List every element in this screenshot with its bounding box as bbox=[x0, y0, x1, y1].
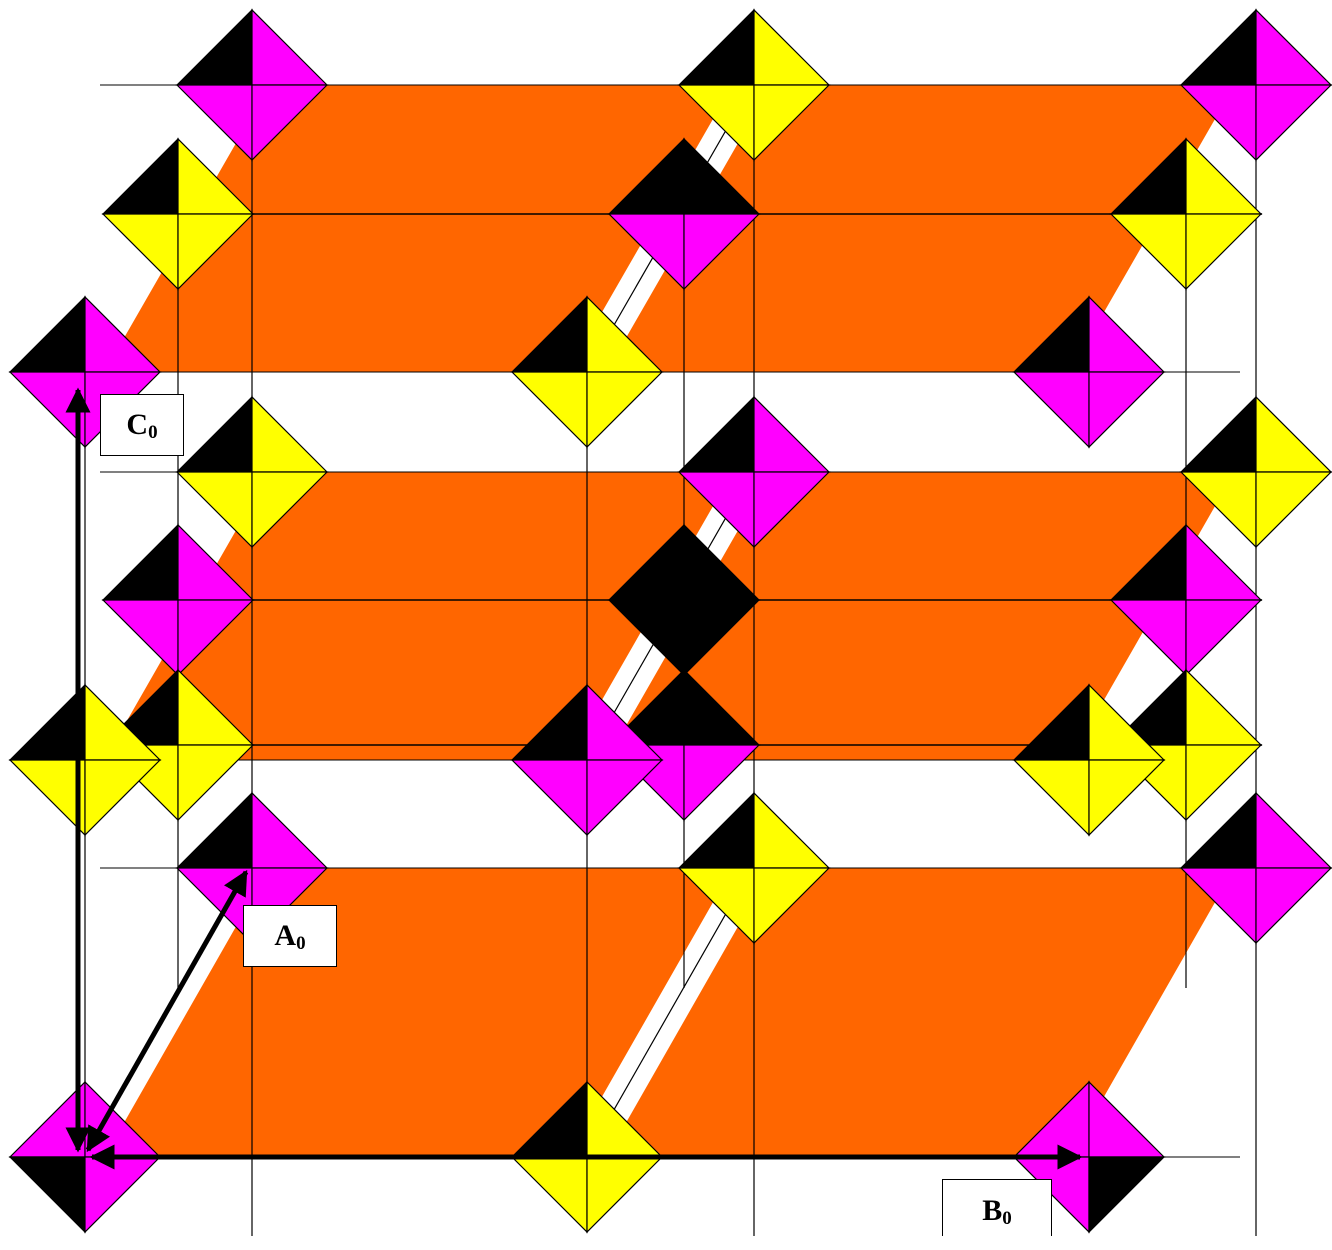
octahedron-face bbox=[1014, 372, 1089, 447]
octahedron-face bbox=[1186, 670, 1261, 745]
octahedron-face bbox=[512, 372, 587, 447]
octahedron-face bbox=[1014, 760, 1089, 835]
axis-c-subscript: 0 bbox=[148, 422, 158, 443]
octahedron-face bbox=[10, 685, 85, 760]
octahedron-face bbox=[10, 760, 85, 835]
octahedron-face bbox=[103, 139, 178, 214]
octahedron-face bbox=[85, 1157, 160, 1232]
octahedron-face bbox=[1089, 297, 1164, 372]
octahedron-face bbox=[679, 397, 754, 472]
octahedron-face bbox=[85, 760, 160, 835]
octahedron-face bbox=[1256, 10, 1331, 85]
axis-b-subscript: 0 bbox=[1002, 1208, 1012, 1229]
octahedron-face bbox=[1256, 868, 1331, 943]
axis-b-letter: B bbox=[982, 1194, 1002, 1227]
axis-label-b0: B0 bbox=[942, 1179, 1052, 1236]
octahedron-face bbox=[1256, 397, 1331, 472]
octahedron-face bbox=[177, 10, 252, 85]
octahedron-face bbox=[512, 1157, 587, 1232]
octahedron-face bbox=[754, 397, 829, 472]
octahedron-face bbox=[177, 397, 252, 472]
octahedron-face bbox=[103, 525, 178, 600]
octahedron-face bbox=[754, 10, 829, 85]
octahedron-face bbox=[1256, 793, 1331, 868]
octahedron-face bbox=[103, 214, 178, 289]
octahedron-face bbox=[1089, 1082, 1164, 1157]
octahedron-face bbox=[679, 10, 754, 85]
axis-a-subscript: 0 bbox=[296, 933, 306, 954]
octahedron-face bbox=[1256, 85, 1331, 160]
octahedron-face bbox=[252, 10, 327, 85]
axis-label-a0: A0 bbox=[243, 905, 337, 967]
octahedron-face bbox=[10, 1157, 85, 1232]
octahedron-face bbox=[754, 793, 829, 868]
octahedron-face bbox=[10, 297, 85, 372]
octahedron-face bbox=[1181, 10, 1256, 85]
octahedron-face bbox=[1186, 600, 1261, 675]
axis-a-letter: A bbox=[274, 919, 296, 952]
octahedron-face bbox=[103, 600, 178, 675]
octahedron-face bbox=[1256, 472, 1331, 547]
octahedron-face bbox=[587, 1157, 662, 1232]
octahedron-face bbox=[10, 1082, 85, 1157]
axis-label-c0: C0 bbox=[100, 394, 184, 456]
axis-c-letter: C bbox=[126, 408, 148, 441]
octahedron-face bbox=[587, 372, 662, 447]
octahedron-face bbox=[1089, 372, 1164, 447]
octahedron-face bbox=[252, 793, 327, 868]
octahedron-face bbox=[1089, 1157, 1164, 1232]
octahedron-face bbox=[512, 760, 587, 835]
octahedron-face bbox=[1089, 760, 1164, 835]
octahedron-face bbox=[252, 397, 327, 472]
octahedron-face bbox=[10, 372, 85, 447]
octahedron-face bbox=[1181, 397, 1256, 472]
octahedron-face bbox=[1186, 214, 1261, 289]
octahedron-face bbox=[587, 760, 662, 835]
